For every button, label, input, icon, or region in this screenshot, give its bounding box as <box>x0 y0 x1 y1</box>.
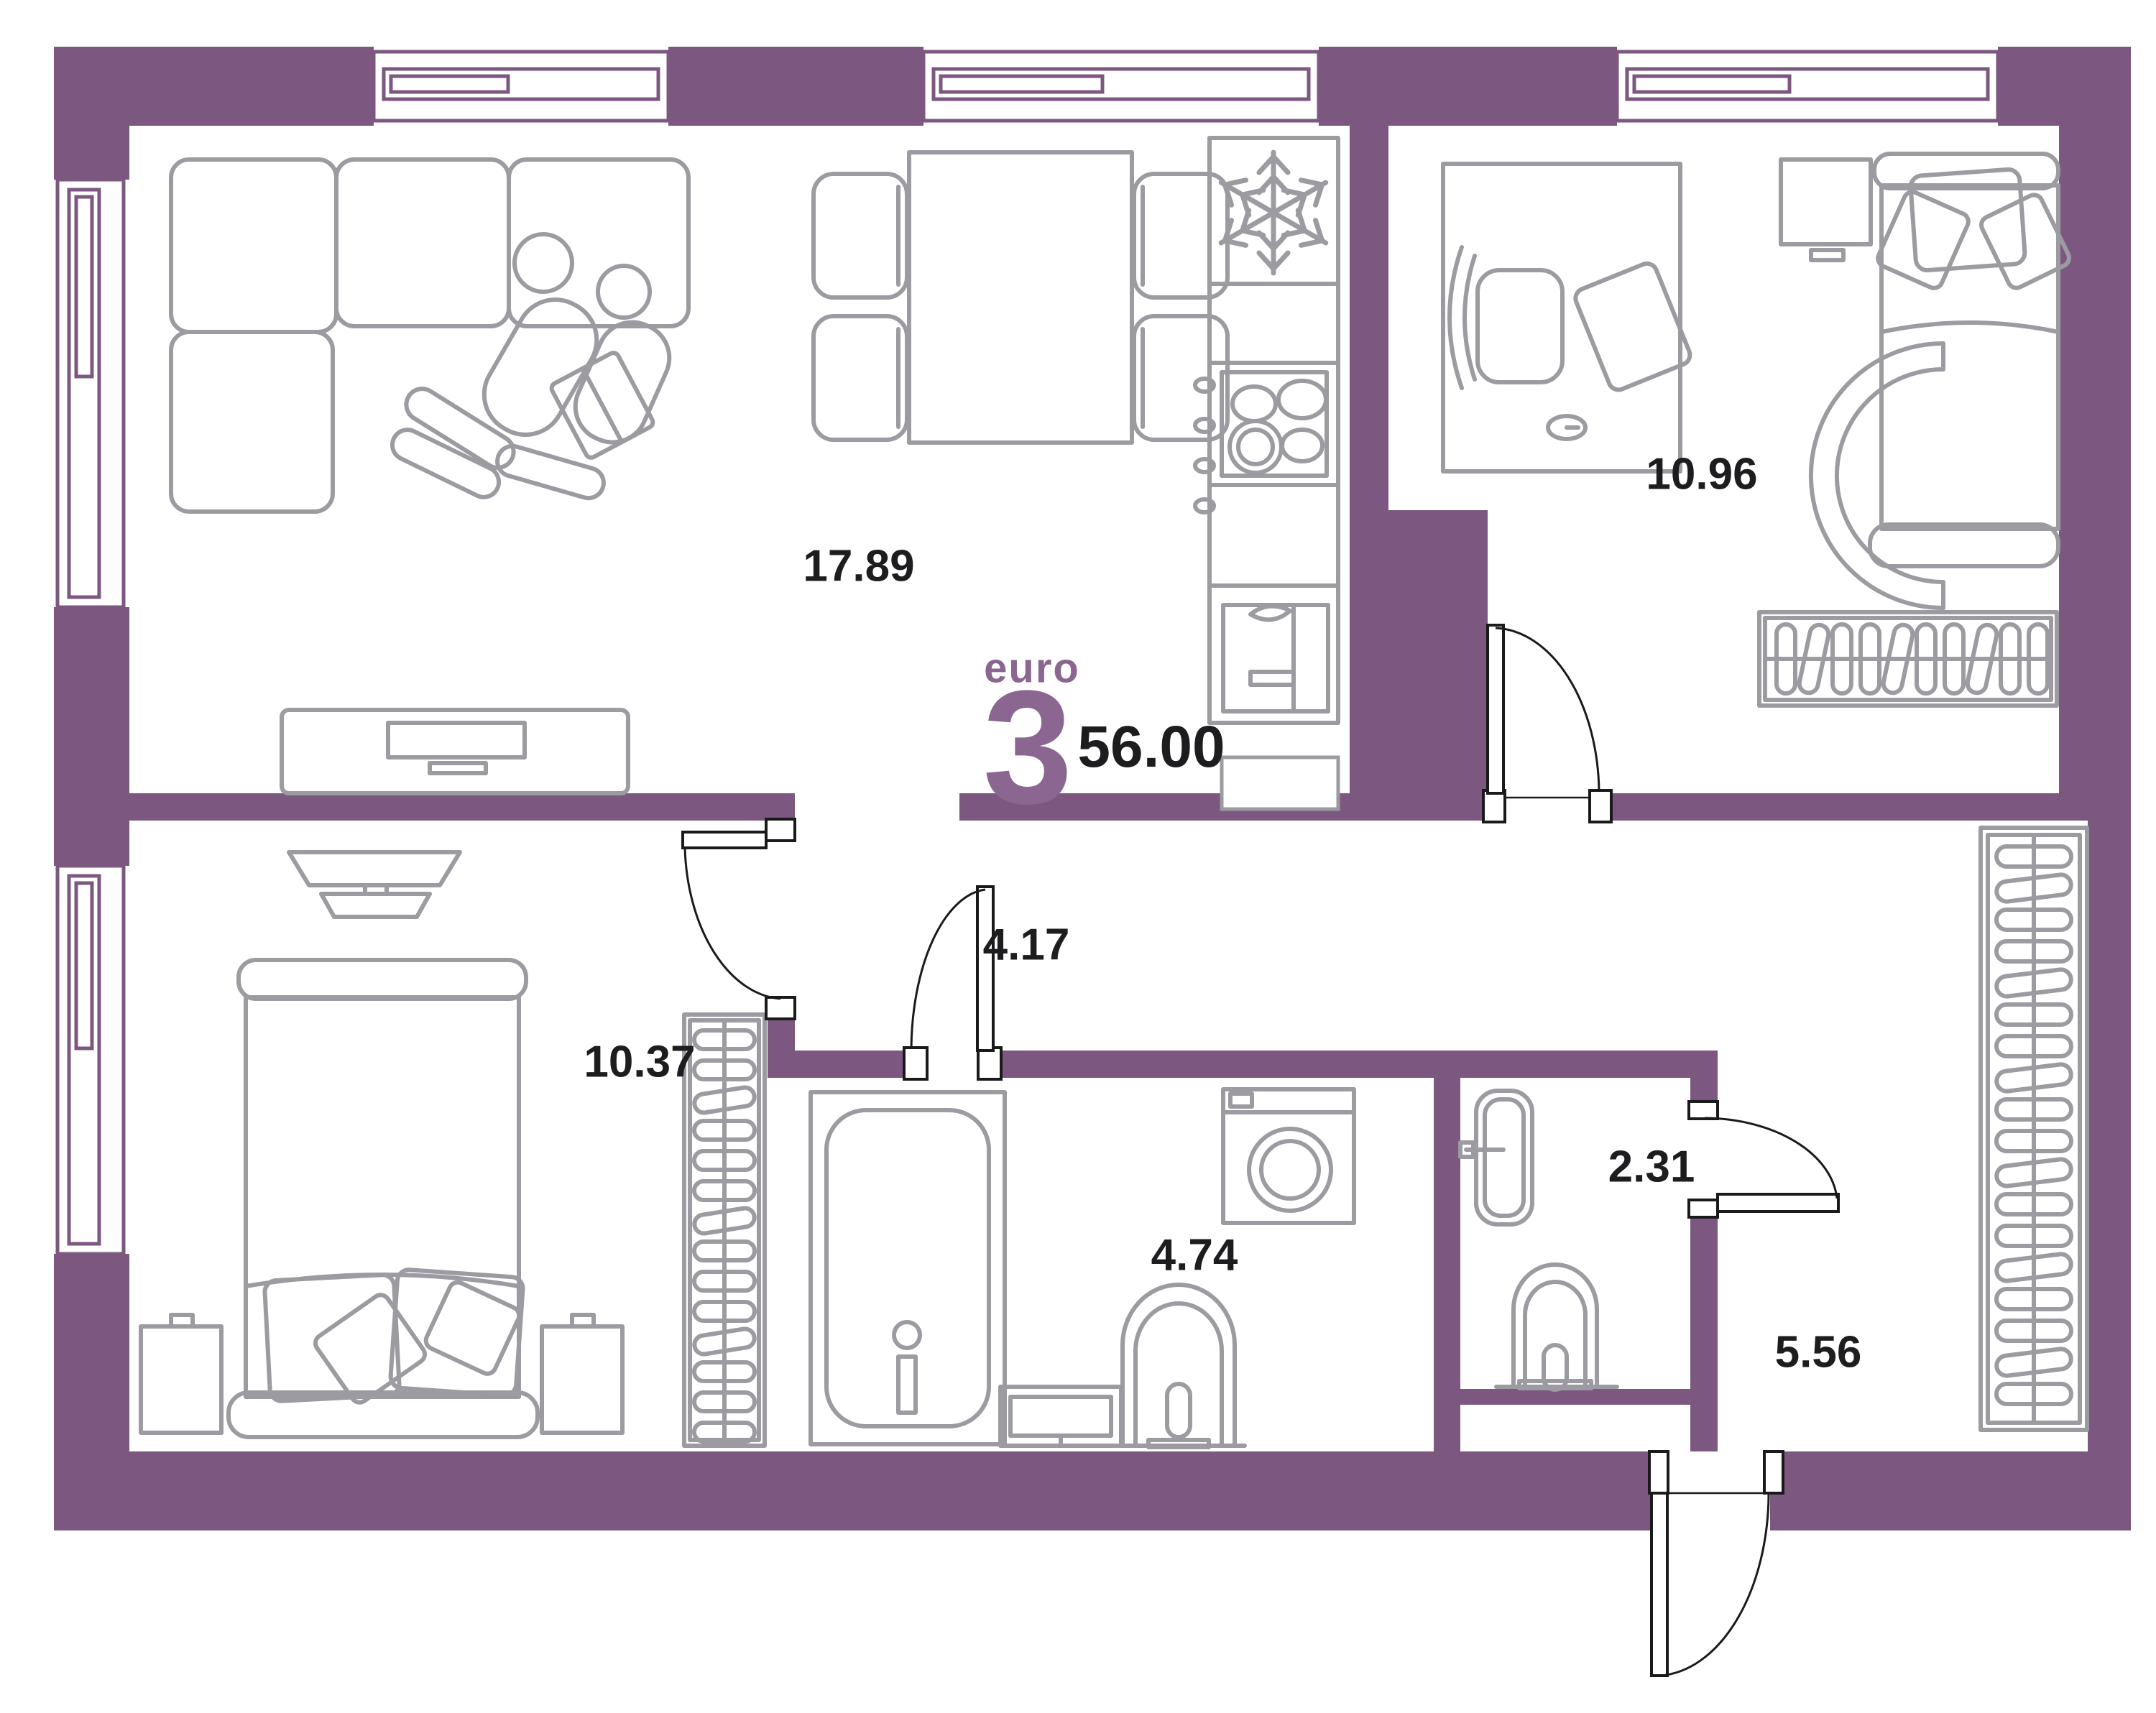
desk <box>1441 162 1692 474</box>
room-area-label-toilet: 2.31 <box>1608 1142 1695 1192</box>
bathtub <box>808 1090 1007 1446</box>
dining-table <box>907 150 1134 445</box>
doors <box>681 624 1840 1677</box>
people-reading <box>390 232 672 501</box>
window-kitchen-top <box>921 50 1321 123</box>
toilet <box>1494 1262 1619 1392</box>
windows <box>55 50 2000 1256</box>
tv-bedroom <box>1779 157 1873 262</box>
washing-machine <box>1221 1087 1356 1225</box>
laptop <box>1573 261 1692 392</box>
wardrobe-entry <box>1978 826 2089 1432</box>
stove <box>1193 370 1329 514</box>
door-toilet <box>1687 1100 1840 1219</box>
door-entrance <box>1648 1450 1784 1677</box>
sink-cabinet <box>1221 603 1330 714</box>
walls <box>54 47 2131 1530</box>
water-heater <box>1458 1089 1534 1227</box>
room-area-label-entry: 5.56 <box>1774 1327 1862 1377</box>
unit-type-label: euro <box>984 645 1080 692</box>
unit-rooms-count: 3 <box>982 656 1073 838</box>
window-living-top <box>372 50 671 123</box>
sink-faucet-icon <box>1248 604 1292 622</box>
door-bathroom <box>903 885 1003 1081</box>
bed-top <box>1868 152 2071 568</box>
dining-chairs <box>811 172 1230 442</box>
room-area-label-hallway: 4.17 <box>982 920 1070 970</box>
vent-shaft <box>1220 755 1340 811</box>
kitchen-unit <box>1193 136 1340 725</box>
wardrobe-bedroom-bottom <box>682 1012 767 1448</box>
room-area-label-bedroom-top: 10.96 <box>1646 449 1758 499</box>
armchair-curve <box>1809 341 1945 610</box>
room-area-label-bedroom-bottom: 10.37 <box>584 1037 696 1087</box>
tv-console <box>280 708 630 795</box>
snowflake-icon <box>1218 149 1329 276</box>
room-area-label-living: 17.89 <box>803 541 915 591</box>
nightstands <box>139 1313 625 1435</box>
mouse <box>1546 414 1588 441</box>
book <box>549 351 655 460</box>
sofa <box>169 157 691 514</box>
window-bedroom-top <box>1615 50 2000 123</box>
window-bedroom-left <box>55 864 126 1256</box>
window-living-left <box>55 177 126 609</box>
door-bedroom-top <box>1482 624 1613 823</box>
unit-total-area: 56.00 <box>1077 714 1225 780</box>
ceiling-light <box>287 850 462 919</box>
wardrobe-bedroom-top <box>1757 610 2059 708</box>
room-area-label-bathroom: 4.74 <box>1151 1230 1238 1280</box>
bath-cabinet <box>998 1385 1123 1448</box>
bed-bottom <box>226 958 540 1439</box>
door-bedroom-bottom <box>681 818 796 1020</box>
bath-sink <box>1110 1283 1247 1449</box>
